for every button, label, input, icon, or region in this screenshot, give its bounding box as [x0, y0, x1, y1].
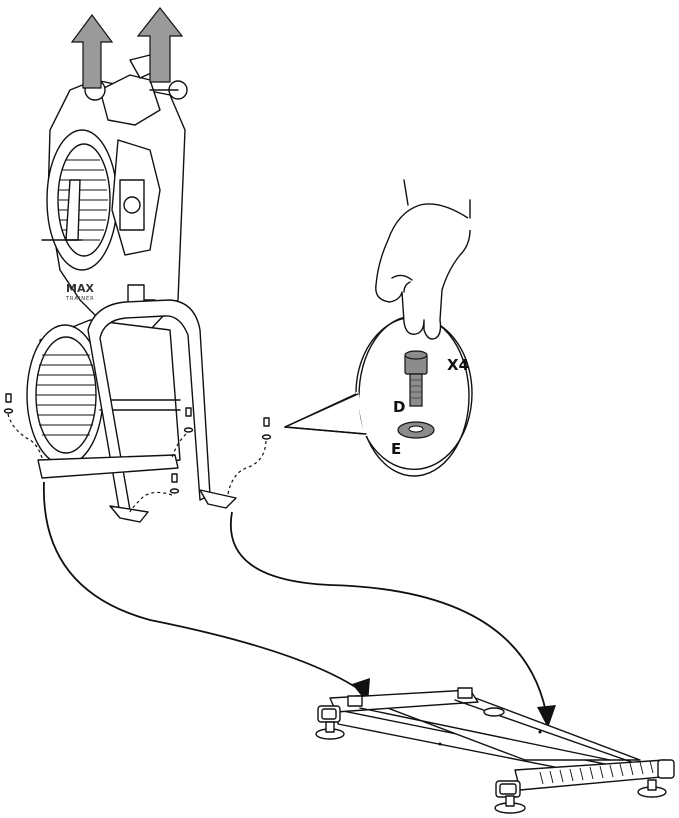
washer-icon: [398, 422, 434, 438]
washer-label: E: [391, 440, 401, 458]
hand-icon: [376, 180, 470, 339]
brand-logo: MAX TRAINER: [65, 282, 95, 302]
bolt-label: D: [393, 398, 405, 416]
curved-arrow-icon: [44, 482, 556, 728]
machine-main-unit: MAX TRAINER: [27, 55, 236, 522]
leveling-foot: [495, 796, 525, 813]
brand-logo-text: MAX: [66, 282, 94, 295]
small-bolt-icon: [228, 418, 271, 494]
brand-logo-subtext: TRAINER: [65, 296, 95, 302]
small-bolt-icon: [130, 474, 179, 512]
hardware-callout: X4 D E: [285, 180, 472, 476]
bolt-icon: [405, 351, 427, 406]
floor-base-frame: [316, 688, 674, 813]
leveling-foot: [484, 708, 504, 716]
quantity-label: X4: [447, 356, 469, 374]
leveling-foot: [638, 780, 666, 797]
